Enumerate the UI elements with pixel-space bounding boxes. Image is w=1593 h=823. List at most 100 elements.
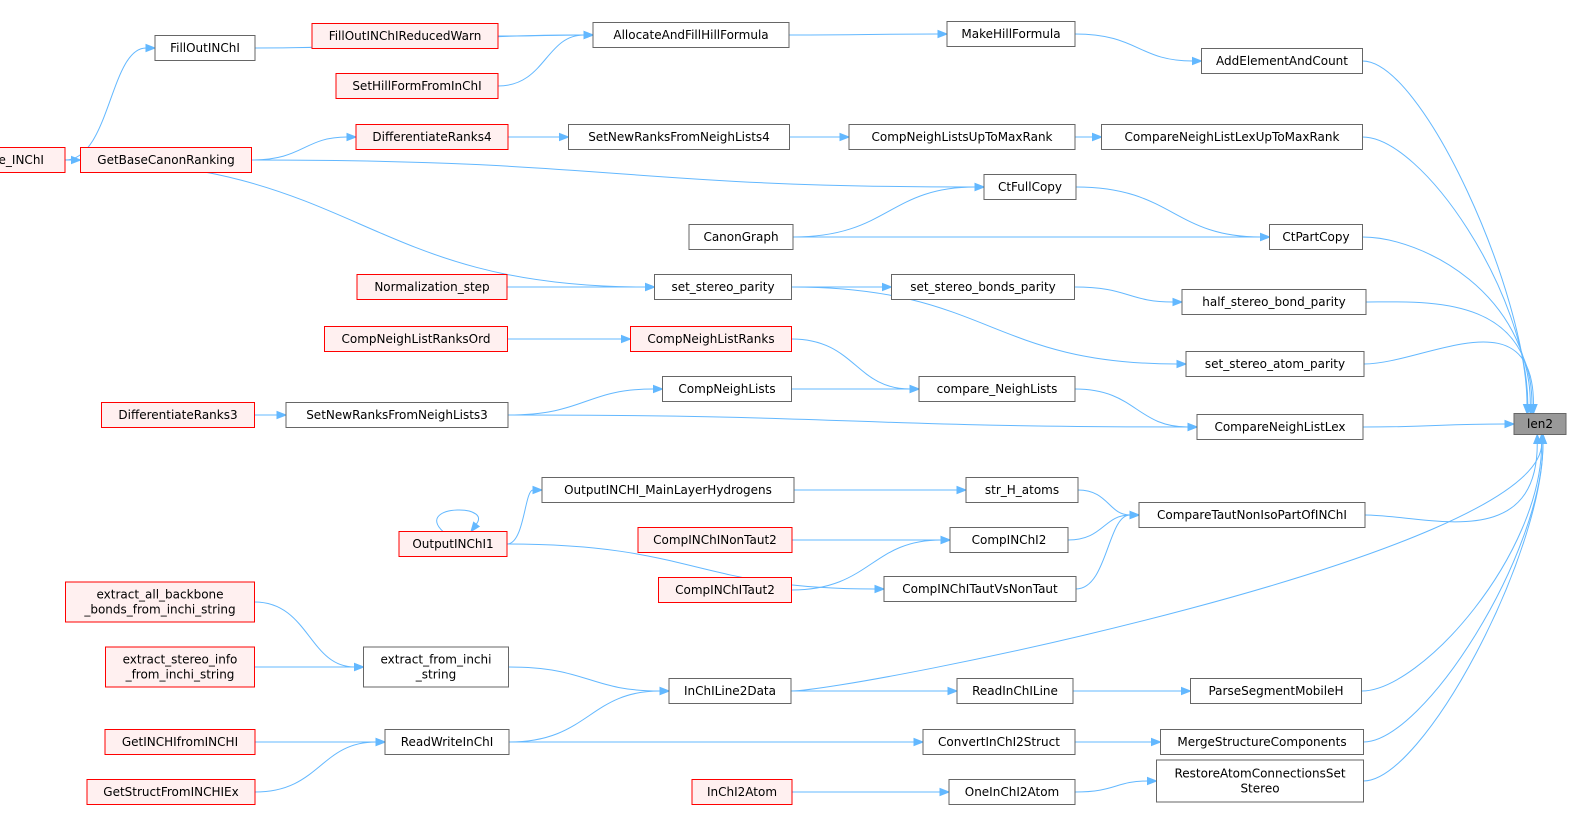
node-comp-neigh-list-ranks[interactable]: CompNeighListRanks: [630, 326, 792, 352]
edge-line: [1074, 388, 1189, 428]
node-differentiate-ranks3[interactable]: DifferentiateRanks3: [101, 402, 255, 428]
edge-arrowhead: [913, 737, 925, 747]
node-box: [541, 477, 795, 503]
node-comp-inch-inon-taut2[interactable]: CompINChINonTaut2: [637, 527, 793, 553]
node-extract-from-inchi-string[interactable]: extract_from_inchi_string: [363, 646, 509, 688]
node-label: CompINChINonTaut2: [653, 533, 777, 547]
edge-comp-inch-i2-to-compare-taut-non-iso-part-of-inch-i: [1067, 510, 1141, 541]
node-canon-graph[interactable]: CanonGraph: [688, 224, 794, 250]
node-compare-neigh-list-lex-up-to-max-rank[interactable]: CompareNeighListLexUpToMaxRank: [1101, 124, 1363, 150]
node-comp-inch-itaut2[interactable]: CompINChITaut2: [658, 577, 792, 603]
node-output-inchi-main-layer-hydrogens[interactable]: OutputINCHI_MainLayerHydrogens: [541, 477, 795, 503]
edge-arrowhead: [937, 29, 949, 39]
edge-line: [1362, 60, 1528, 405]
edge-arrowhead: [940, 535, 952, 545]
node-comp-inch-itaut-vs-non-taut[interactable]: CompINChITautVsNonTaut: [883, 576, 1077, 602]
node-set-new-ranks-from-neigh-lists4[interactable]: SetNewRanksFromNeighLists4: [568, 124, 790, 150]
node-compare-neigh-list-lex[interactable]: CompareNeighListLex: [1196, 414, 1364, 440]
node-ct-full-copy[interactable]: CtFullCopy: [983, 174, 1077, 200]
node-get-struct-from-inchiex[interactable]: GetStructFromINCHIEx: [86, 779, 256, 805]
node-box: [1101, 124, 1363, 150]
node-box: [949, 527, 1069, 553]
node-allocate-and-fill-hill-formula[interactable]: AllocateAndFillHillFormula: [592, 22, 790, 48]
node-comp-inch-i2[interactable]: CompINChI2: [949, 527, 1069, 553]
node-box: [983, 174, 1077, 200]
node-set-stereo-atom-parity[interactable]: set_stereo_atom_parity: [1185, 351, 1365, 377]
node-label: OneInChI2Atom: [965, 785, 1059, 799]
edge-in-ch-iline2-data-to-read-in-ch-iline: [791, 686, 959, 696]
edge-arrowhead: [939, 787, 951, 797]
node-in-ch-i2-atom[interactable]: InChI2Atom: [691, 779, 793, 805]
edge-read-in-ch-iline-to-parse-segment-mobile-h: [1073, 686, 1192, 696]
node-label: Normalization_step: [374, 280, 489, 294]
node-label: CtPartCopy: [1282, 230, 1349, 244]
node-label: CompareNeighListLex: [1214, 420, 1345, 434]
node-label: CompNeighListRanks: [647, 332, 774, 346]
edge-line: [497, 34, 585, 37]
node-label: MakeHillFormula: [961, 27, 1060, 41]
node-comp-neigh-lists[interactable]: CompNeighLists: [662, 376, 792, 402]
node-box: [630, 326, 792, 352]
edge-extract-from-inchi-string-to-in-ch-iline2-data: [508, 666, 671, 696]
node-label: FillOutINChIReducedWarn: [329, 29, 482, 43]
node-differentiate-ranks4[interactable]: DifferentiateRanks4: [355, 124, 509, 150]
node-box: [65, 581, 255, 623]
node-box: [311, 23, 499, 49]
node-box: [1185, 351, 1365, 377]
node-label: extract_from_inchi_string: [381, 653, 492, 682]
edge-line: [508, 666, 661, 692]
node-compare-taut-non-iso-part-of-inch-i[interactable]: CompareTautNonIsoPartOfINChI: [1138, 502, 1366, 528]
edge-arrowhead: [874, 584, 886, 594]
node-label: CompareNeighListLexUpToMaxRank: [1125, 130, 1340, 144]
node-ct-part-copy[interactable]: CtPartCopy: [1269, 224, 1363, 250]
node-label: extract_stereo_info_from_inchi_string: [123, 653, 238, 682]
node-fill-out-inch-i[interactable]: FillOutINChI: [154, 35, 256, 61]
node-extract-stereo-info[interactable]: extract_stereo_info_from_inchi_string: [105, 646, 255, 688]
node-comp-neigh-lists-up-to-max-rank[interactable]: CompNeighListsUpToMaxRank: [848, 124, 1076, 150]
node-normalization-step[interactable]: Normalization_step: [356, 274, 508, 300]
node-compare-neigh-lists[interactable]: compare_NeighLists: [918, 376, 1076, 402]
node-set-stereo-parity[interactable]: set_stereo_parity: [654, 274, 792, 300]
node-merge-structure-components[interactable]: MergeStructureComponents: [1160, 729, 1364, 755]
node-read-in-ch-iline[interactable]: ReadInChILine: [956, 678, 1074, 704]
node-get-base-canon-ranking[interactable]: GetBaseCanonRanking: [80, 147, 252, 173]
edge-output-inchi-main-layer-hydrogens-to-str-h-atoms: [794, 485, 968, 495]
node-box: [104, 729, 256, 755]
edge-arrowhead: [470, 521, 481, 533]
node-fill-out-inch-ireduced-warn[interactable]: FillOutINChIReducedWarn: [311, 23, 499, 49]
node-convert-in-ch-i2-struct[interactable]: ConvertInChI2Struct: [922, 729, 1076, 755]
node-add-element-and-count[interactable]: AddElementAndCount: [1201, 48, 1363, 74]
node-box: [154, 35, 256, 61]
node-len2[interactable]: len2: [1513, 413, 1567, 435]
node-extract-all-backbone[interactable]: extract_all_backbone_bonds_from_inchi_st…: [65, 581, 255, 623]
node-one-in-ch-i2-atom[interactable]: OneInChI2Atom: [948, 779, 1076, 805]
node-str-h-atoms[interactable]: str_H_atoms: [965, 477, 1079, 503]
node-set-stereo-bonds-parity[interactable]: set_stereo_bonds_parity: [891, 274, 1075, 300]
node-label: ConvertInChI2Struct: [938, 735, 1060, 749]
node-box: [637, 527, 793, 553]
node-create-inch-i[interactable]: Create_INChI: [0, 147, 66, 173]
edge-line: [1362, 136, 1529, 405]
edge-line: [507, 388, 654, 416]
node-set-hill-form-from-in-ch-i[interactable]: SetHillFormFromInChI: [335, 73, 499, 99]
edge-canon-graph-to-ct-part-copy: [793, 232, 1271, 242]
node-output-inch-i1[interactable]: OutputINChI1: [398, 531, 508, 557]
node-comp-neigh-list-ranks-ord[interactable]: CompNeighListRanksOrd: [324, 326, 508, 352]
node-half-stereo-bond-parity[interactable]: half_stereo_bond_parity: [1181, 289, 1367, 315]
node-get-inchifrom-inchi[interactable]: GetINCHIfromINCHI: [104, 729, 256, 755]
node-read-write-in-ch-i[interactable]: ReadWriteInChI: [384, 729, 510, 755]
edge-make-hill-formula-to-add-element-and-count: [1074, 33, 1203, 66]
node-in-ch-iline2-data[interactable]: InChILine2Data: [668, 678, 792, 704]
edge-arrowhead: [1538, 433, 1548, 444]
edge-arrowhead: [621, 334, 632, 344]
node-make-hill-formula[interactable]: MakeHillFormula: [946, 21, 1076, 47]
edge-line: [254, 601, 355, 668]
edge-line: [436, 509, 480, 532]
edge-line: [1075, 186, 1261, 238]
node-label: CanonGraph: [703, 230, 778, 244]
node-set-new-ranks-from-neigh-lists3[interactable]: SetNewRanksFromNeighLists3: [285, 402, 509, 428]
edge-read-write-in-ch-i-to-in-ch-iline2-data: [508, 686, 671, 743]
node-parse-segment-mobile-h[interactable]: ParseSegmentMobileH: [1190, 678, 1362, 704]
